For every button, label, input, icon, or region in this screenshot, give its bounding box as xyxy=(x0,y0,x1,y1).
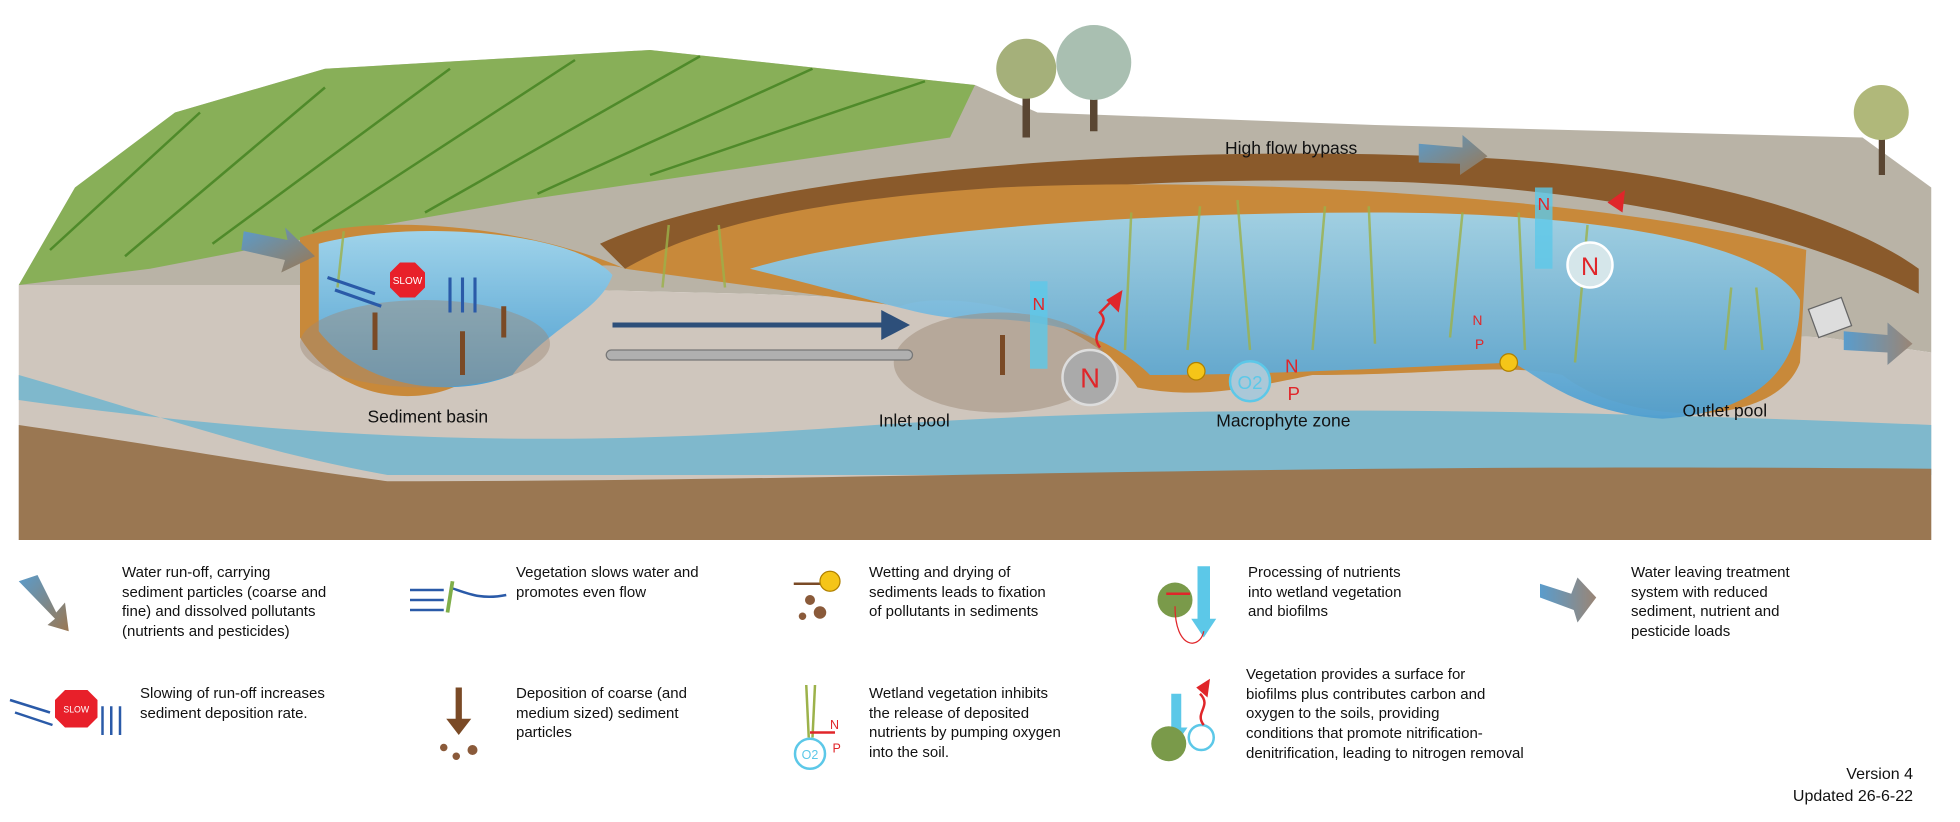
tree-icon xyxy=(996,38,1057,138)
phosphorus-label: P xyxy=(833,742,841,756)
tree-icon xyxy=(1853,85,1909,175)
slow-sign-icon xyxy=(390,262,425,298)
slow-sign-label: SLOW xyxy=(63,705,90,715)
bypass-arrow-icon xyxy=(1418,135,1488,175)
subsoil-layer xyxy=(18,425,1932,540)
crop-rows xyxy=(49,55,926,258)
legend-text: fine) and dissolved pollutants xyxy=(122,603,316,621)
vegetation-flow-icon xyxy=(410,580,507,613)
legend-item-oxygen-pumping: Wetland vegetation inhibits the release o… xyxy=(869,684,1061,763)
legend-text: oxygen to the soils, providing xyxy=(1246,705,1440,723)
runoff-arrow-icon xyxy=(241,227,315,273)
legend-text: sediment, nutrient and xyxy=(1631,603,1780,621)
legend-text: system with reduced xyxy=(1631,583,1768,601)
version-label: Version 4 xyxy=(1846,766,1913,783)
legend-text: Wetting and drying of xyxy=(869,564,1011,581)
nitrogen-label: N xyxy=(1285,356,1299,377)
flow-arrowhead xyxy=(881,310,910,340)
nitrogen-circle xyxy=(1061,348,1119,407)
legend-item-slowing: Slowing of run-off increases sediment dep… xyxy=(140,684,325,723)
legend-text: Water run-off, carrying xyxy=(122,564,271,581)
gas-arrowhead xyxy=(1607,190,1625,213)
legend-item-nitrogen-removal: Vegetation provides a surface for biofilm… xyxy=(1246,665,1524,764)
legend-text: and biofilms xyxy=(1248,603,1329,621)
sediment-basin-water xyxy=(318,231,613,388)
high-flow-bypass-channel xyxy=(600,153,1919,294)
legend-text: particles xyxy=(516,724,572,742)
legend-text: sediment particles (coarse and xyxy=(122,583,327,601)
nitrogen-flux-arrow xyxy=(1030,281,1048,369)
deposition-arrow-icon xyxy=(372,306,1005,375)
gas-arrowhead xyxy=(1106,290,1123,313)
legend-item-wetting-drying: Wetting and drying of sediments leads to … xyxy=(869,563,1046,622)
legend-text: medium sized) sediment xyxy=(516,704,679,722)
legend-text: into the soil. xyxy=(869,744,950,762)
legend-text: biofilms plus contributes carbon and xyxy=(1246,685,1486,703)
inlet-pool-label: Inlet pool xyxy=(879,410,950,430)
legend-text: Vegetation provides a surface for xyxy=(1246,666,1466,683)
legend-item-outflow: Water leaving treatment system with reduc… xyxy=(1631,563,1790,642)
legend-text: pesticide loads xyxy=(1631,623,1731,641)
denitrification-squiggle xyxy=(1095,299,1114,349)
lock-icon xyxy=(1499,353,1519,372)
inlet-pipe xyxy=(605,349,914,361)
nutrient-processing-icon xyxy=(1157,566,1217,644)
legend-item-nutrient-processing: Processing of nutrients into wetland vege… xyxy=(1248,563,1401,622)
legend-text: the release of deposited xyxy=(869,704,1030,722)
legend-text: of pollutants in sediments xyxy=(869,603,1039,621)
legend-item-runoff: Water run-off, carrying sediment particle… xyxy=(122,563,326,642)
updated-date: Updated 26-6-22 xyxy=(1792,788,1913,805)
legend-item-vegetation-flow: Vegetation slows water and promotes even … xyxy=(516,563,699,602)
legend-text: nutrients by pumping oxygen xyxy=(869,724,1061,742)
legend-text: sediment deposition rate. xyxy=(140,704,308,722)
groundwater-layer xyxy=(18,375,1932,475)
legend-text: into wetland vegetation xyxy=(1248,583,1402,601)
high-flow-bypass-label: High flow bypass xyxy=(1225,138,1358,158)
lock-icon xyxy=(1186,361,1206,381)
legend-text: Deposition of coarse (and xyxy=(516,685,687,702)
legend-text: Wetland vegetation inhibits xyxy=(869,685,1049,702)
slowing-arrows-icon xyxy=(326,276,477,313)
nitrogen-label: N xyxy=(1033,294,1046,314)
phosphorus-label: P xyxy=(1288,383,1301,404)
legend-text: Vegetation slows water and xyxy=(516,564,699,581)
nitrogen-circle-label: N xyxy=(1080,363,1100,394)
legend-text: denitrification, leading to nitrogen rem… xyxy=(1246,744,1524,762)
slow-sign-label: SLOW xyxy=(393,276,423,287)
phosphorus-label: P xyxy=(1475,337,1484,352)
oxygen-label: O2 xyxy=(1237,372,1262,393)
outlet-structure xyxy=(1807,296,1853,339)
sediment-basin-deep xyxy=(300,300,550,388)
outflow-arrow-icon xyxy=(1540,577,1597,623)
legend-text: Slowing of run-off increases xyxy=(140,685,325,702)
sediment-basin-label: Sediment basin xyxy=(368,407,489,427)
oxygen-pump-icon: O2 NP xyxy=(793,684,841,770)
oxygen-circle xyxy=(1228,360,1272,403)
lock-sediment-icon xyxy=(793,570,841,620)
deposition-arrow-icon xyxy=(440,687,478,760)
legend-text: promotes even flow xyxy=(516,583,647,601)
legend-text: Water leaving treatment xyxy=(1631,564,1790,581)
nitrogen-flux-arrow xyxy=(1535,187,1553,269)
nitrogen-circle xyxy=(1566,241,1614,289)
oxygen-label: O2 xyxy=(802,748,819,762)
macrophyte-zone-label: Macrophyte zone xyxy=(1216,410,1350,430)
nitrogen-removal-icon xyxy=(1151,678,1215,762)
nitrogen-label: N xyxy=(1538,194,1551,214)
outlet-pool-label: Outlet pool xyxy=(1683,400,1768,420)
outflow-arrow-icon xyxy=(1843,322,1913,365)
legend-text: Processing of nutrients xyxy=(1248,564,1401,581)
nitrogen-label: N xyxy=(830,718,839,732)
legend-text: (nutrients and pesticides) xyxy=(122,623,290,641)
nitrogen-circle-label: N xyxy=(1581,253,1599,281)
legend-text: sediments leads to fixation xyxy=(869,583,1046,601)
runoff-arrow-icon xyxy=(18,575,69,632)
nitrogen-label: N xyxy=(1473,313,1483,328)
crop-field xyxy=(18,50,975,285)
tree-icon xyxy=(1056,25,1132,132)
slow-sign-icon: SLOW xyxy=(9,690,122,735)
legend-text: conditions that promote nitrification- xyxy=(1246,725,1483,743)
version-info: Version 4 Updated 26-6-22 xyxy=(1793,764,1913,808)
legend-item-deposition: Deposition of coarse (and medium sized) s… xyxy=(516,684,687,743)
